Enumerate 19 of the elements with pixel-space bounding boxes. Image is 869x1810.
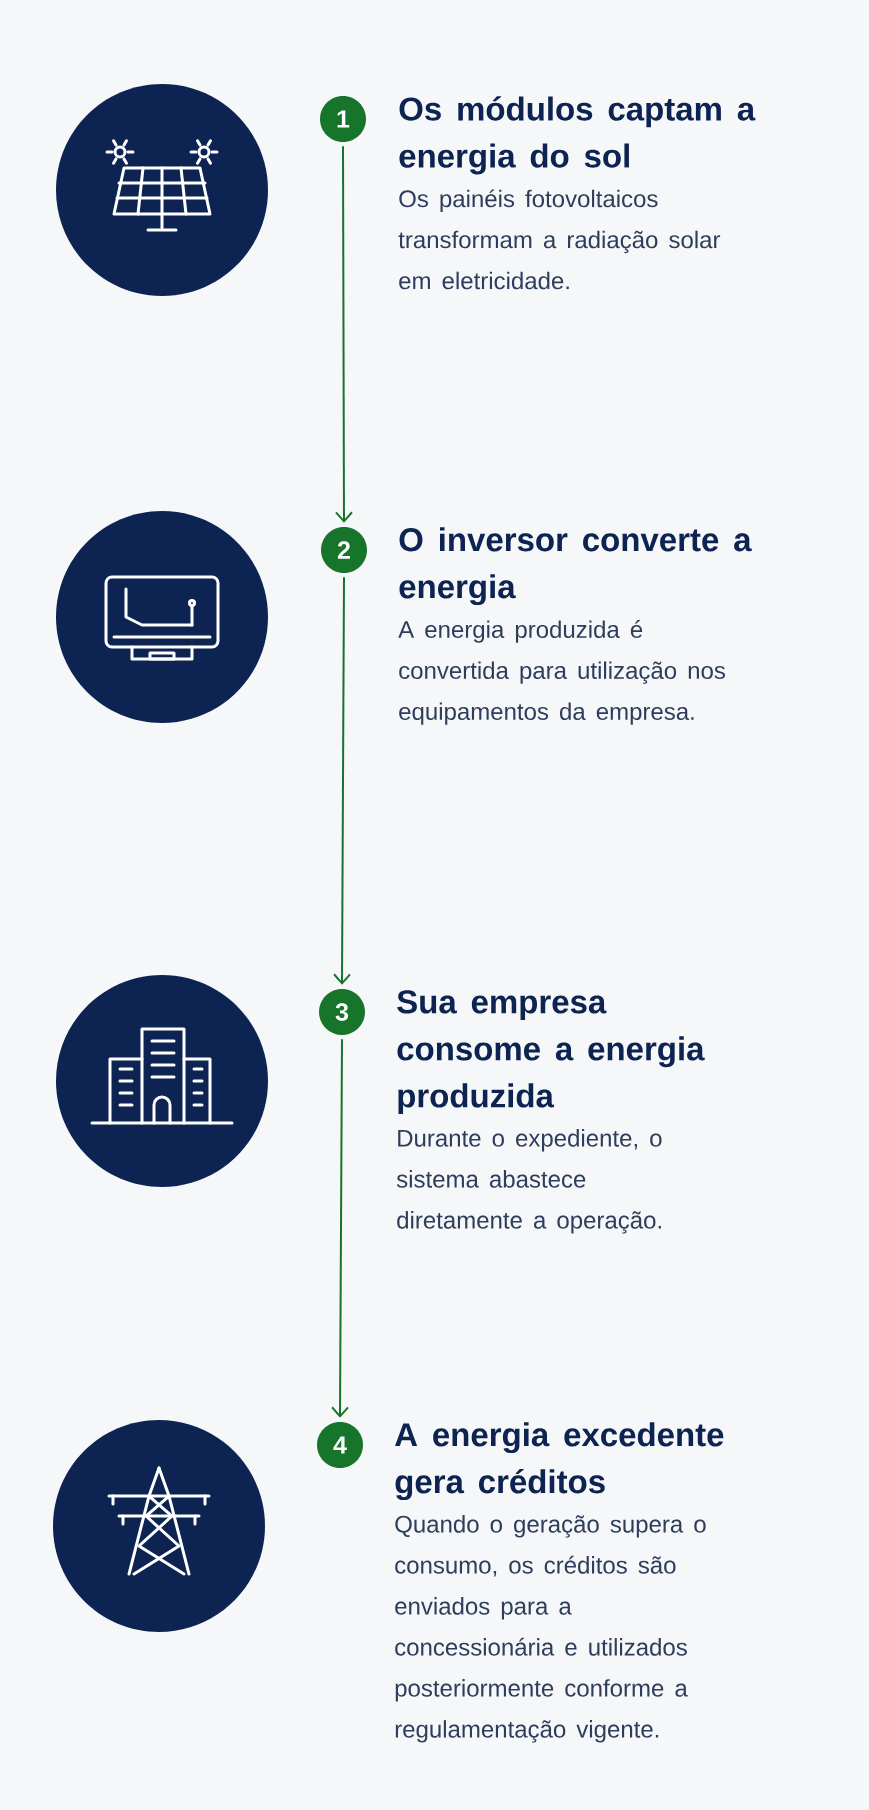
number-badge: 4 — [317, 1422, 363, 1468]
arrow — [331, 1038, 350, 1418]
step-heading: O inversor converte a energia — [399, 527, 752, 606]
step-description: Durante o expediente, o sistema abastece diretamente a operação. — [396, 1129, 662, 1234]
number-badge: 3 — [319, 989, 365, 1035]
step-heading: Os módulos captam a energia do sol — [399, 96, 756, 175]
step-description: Os painéis fotovoltaicos transformam a radiação solar em eletricidade. — [398, 189, 721, 290]
number-badge: 2 — [321, 527, 367, 573]
step-description: Quando o geração supera o consumo, os créditos são enviados para a concessionária e utilizados posteriormente conforme a regulamentação vigente. — [395, 1515, 706, 1743]
icon-circle — [56, 84, 268, 296]
step-heading: A energia excedente gera créditos — [395, 1422, 724, 1501]
number-badge: 1 — [320, 96, 366, 142]
icon-circle — [56, 975, 268, 1187]
icon-circle — [56, 511, 268, 723]
arrow — [333, 576, 352, 985]
step-description: A energia produzida é convertida para utilização nos equipamentos da empresa. — [398, 620, 725, 725]
arrow — [334, 145, 353, 523]
step-heading: Sua empresa consome a energia produzida — [397, 990, 705, 1115]
icon-circle — [53, 1420, 265, 1632]
